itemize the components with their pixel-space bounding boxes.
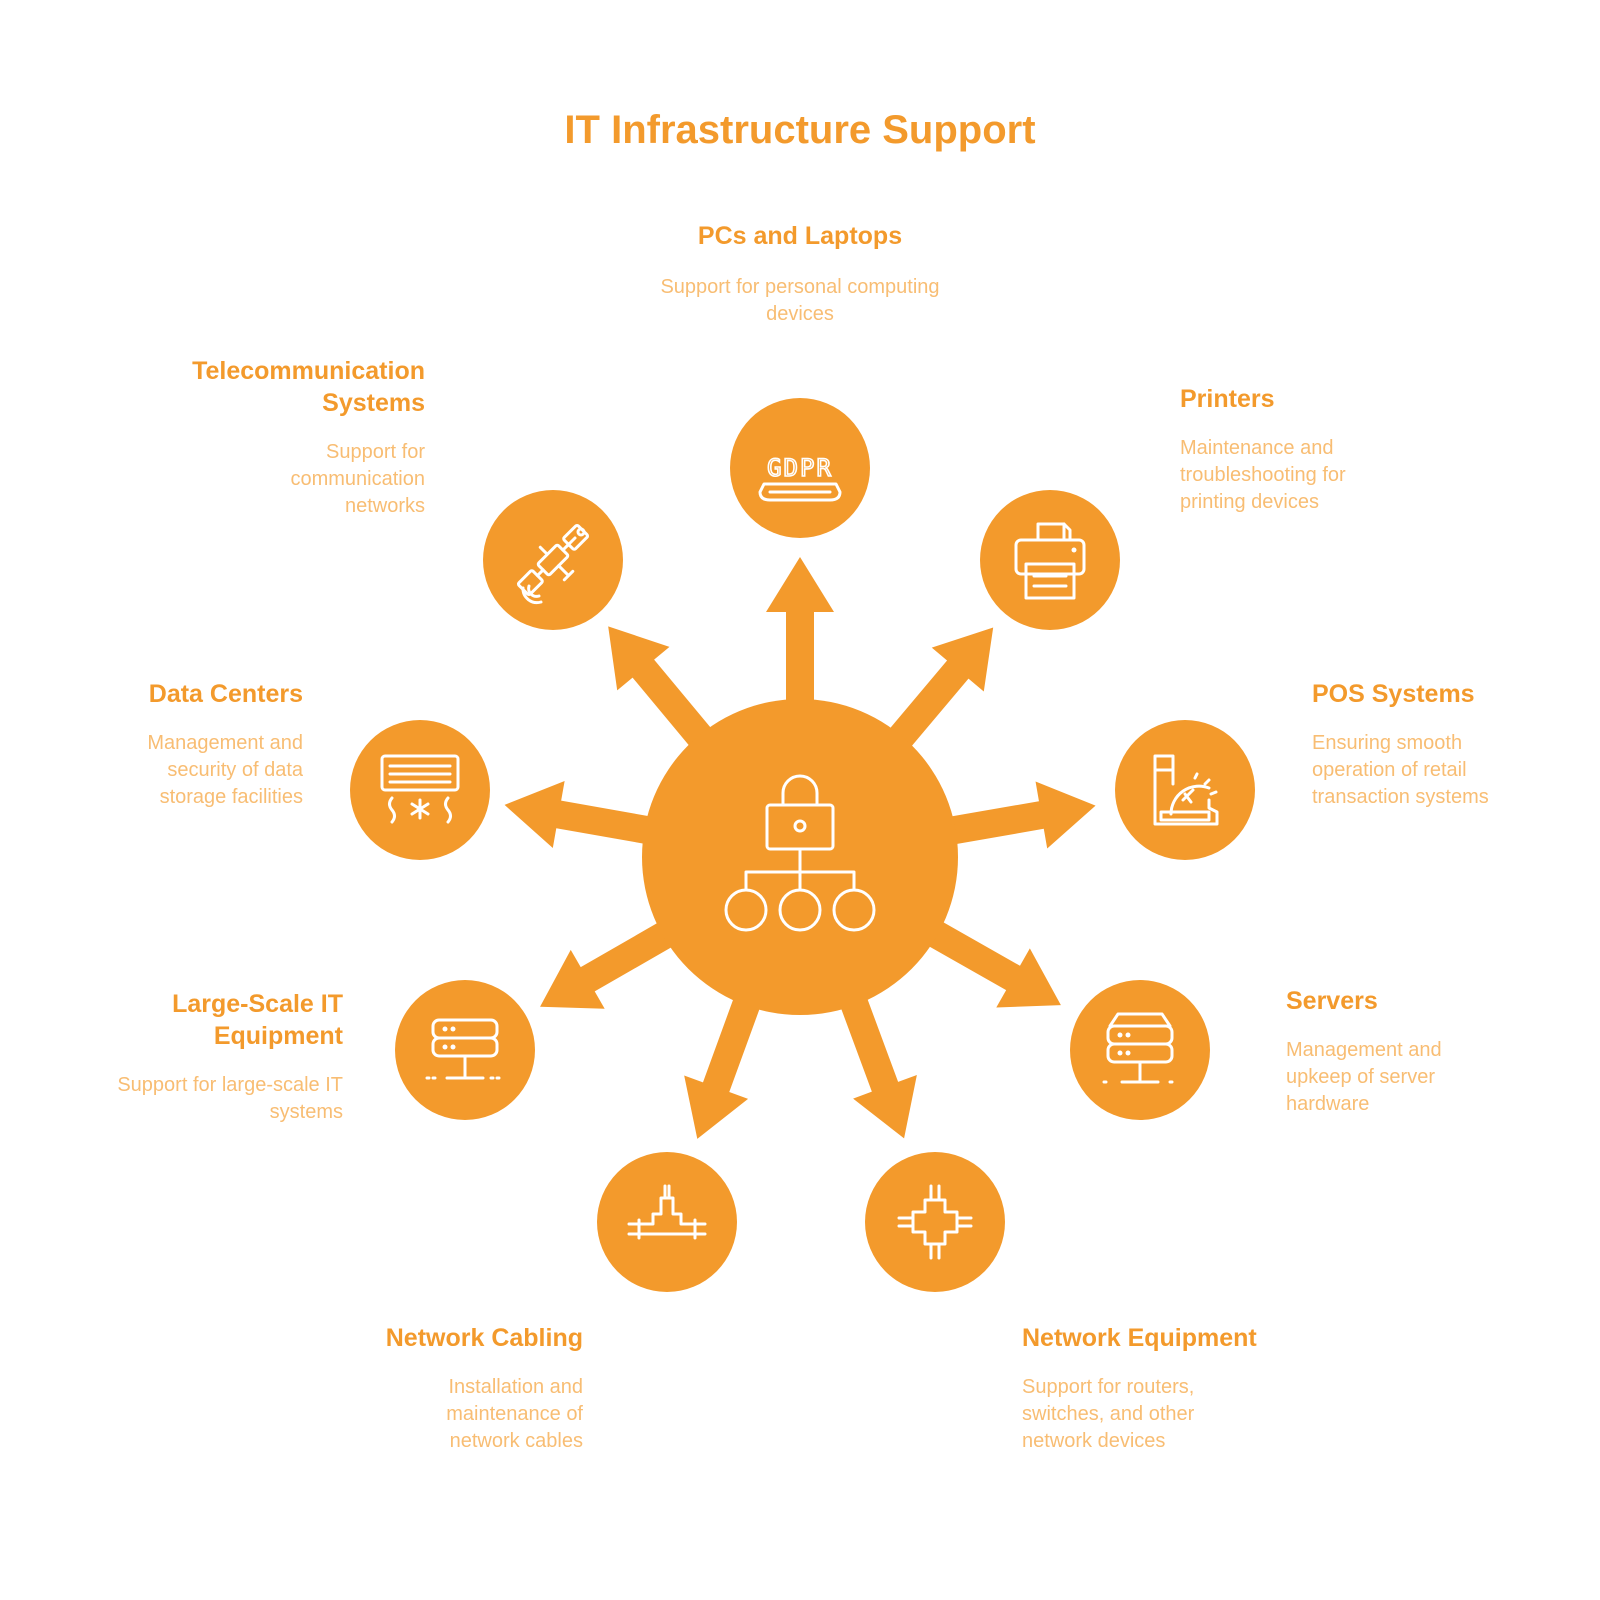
printers-title: Printers — [1180, 385, 1275, 413]
node-network-cabling — [597, 1152, 737, 1292]
label-network-cabling: Network Cabling Installation and mainten… — [343, 1322, 583, 1455]
pcs-title: PCs and Laptops — [697, 222, 903, 250]
lock-network-icon — [724, 774, 876, 932]
label-pcs: PCs and Laptops Support for personal com… — [650, 220, 950, 328]
label-servers: Servers Management and upkeep of server … — [1286, 985, 1496, 1118]
server-rack-icon — [425, 1018, 505, 1080]
server-icon — [1102, 1012, 1178, 1084]
telecom-description: Support for communication networks — [290, 441, 425, 517]
network-equipment-title: Network Equipment — [1022, 1324, 1257, 1352]
label-large-scale: Large-Scale IT Equipment Support for lar… — [98, 988, 343, 1126]
node-telecom — [483, 490, 623, 630]
large-scale-description: Support for large-scale IT systems — [117, 1074, 343, 1123]
network-switch-icon — [897, 1184, 973, 1260]
label-data-centers: Data Centers Management and security of … — [108, 678, 303, 811]
label-printers: Printers Maintenance and troubleshooting… — [1180, 383, 1400, 516]
node-servers-circle — [1070, 980, 1210, 1120]
printers-description: Maintenance and troubleshooting for prin… — [1180, 437, 1346, 513]
printer-icon — [1014, 522, 1086, 600]
node-network-cabling-circle — [597, 1152, 737, 1292]
cash-register-icon — [1153, 754, 1219, 826]
node-pcs: GDPR — [730, 398, 870, 538]
nodes-layer: GDPR — [350, 398, 1255, 1292]
node-printers — [980, 490, 1120, 630]
node-pos — [1115, 720, 1255, 860]
large-scale-title: Large-Scale IT Equipment — [172, 990, 343, 1050]
network-cabling-title: Network Cabling — [385, 1324, 583, 1352]
pos-title: POS Systems — [1312, 680, 1475, 708]
pos-description: Ensuring smooth operation of retail tran… — [1312, 732, 1489, 808]
label-network-equipment: Network Equipment Support for routers, s… — [1022, 1322, 1262, 1455]
cable-connector-icon — [627, 1184, 707, 1240]
svg-text:GDPR: GDPR — [767, 454, 833, 482]
gdpr-laptop-icon: GDPR — [758, 453, 842, 502]
servers-title: Servers — [1286, 987, 1378, 1015]
air-conditioner-icon — [380, 754, 460, 824]
node-servers — [1070, 980, 1210, 1120]
page-title: IT Infrastructure Support — [564, 108, 1036, 152]
node-large-scale-circle — [395, 980, 535, 1120]
node-network-equipment — [865, 1152, 1005, 1292]
data-centers-description: Management and security of data storage … — [147, 732, 303, 808]
node-pcs-circle — [730, 398, 870, 538]
node-network-equipment-circle — [865, 1152, 1005, 1292]
data-centers-title: Data Centers — [148, 680, 303, 708]
network-equipment-description: Support for routers, switches, and other… — [1022, 1376, 1195, 1452]
servers-description: Management and upkeep of server hardware — [1286, 1039, 1442, 1115]
node-data-centers — [350, 720, 490, 860]
satellite-icon — [516, 523, 590, 605]
network-cabling-description: Installation and maintenance of network … — [446, 1376, 583, 1452]
label-pos: POS Systems Ensuring smooth operation of… — [1312, 678, 1542, 811]
telecom-title: Telecommunication Systems — [192, 357, 425, 417]
node-telecom-circle — [483, 490, 623, 630]
node-printers-circle — [980, 490, 1120, 630]
pcs-description: Support for personal computing devices — [660, 276, 940, 325]
node-large-scale — [395, 980, 535, 1120]
label-telecom: Telecommunication Systems Support for co… — [160, 355, 425, 520]
